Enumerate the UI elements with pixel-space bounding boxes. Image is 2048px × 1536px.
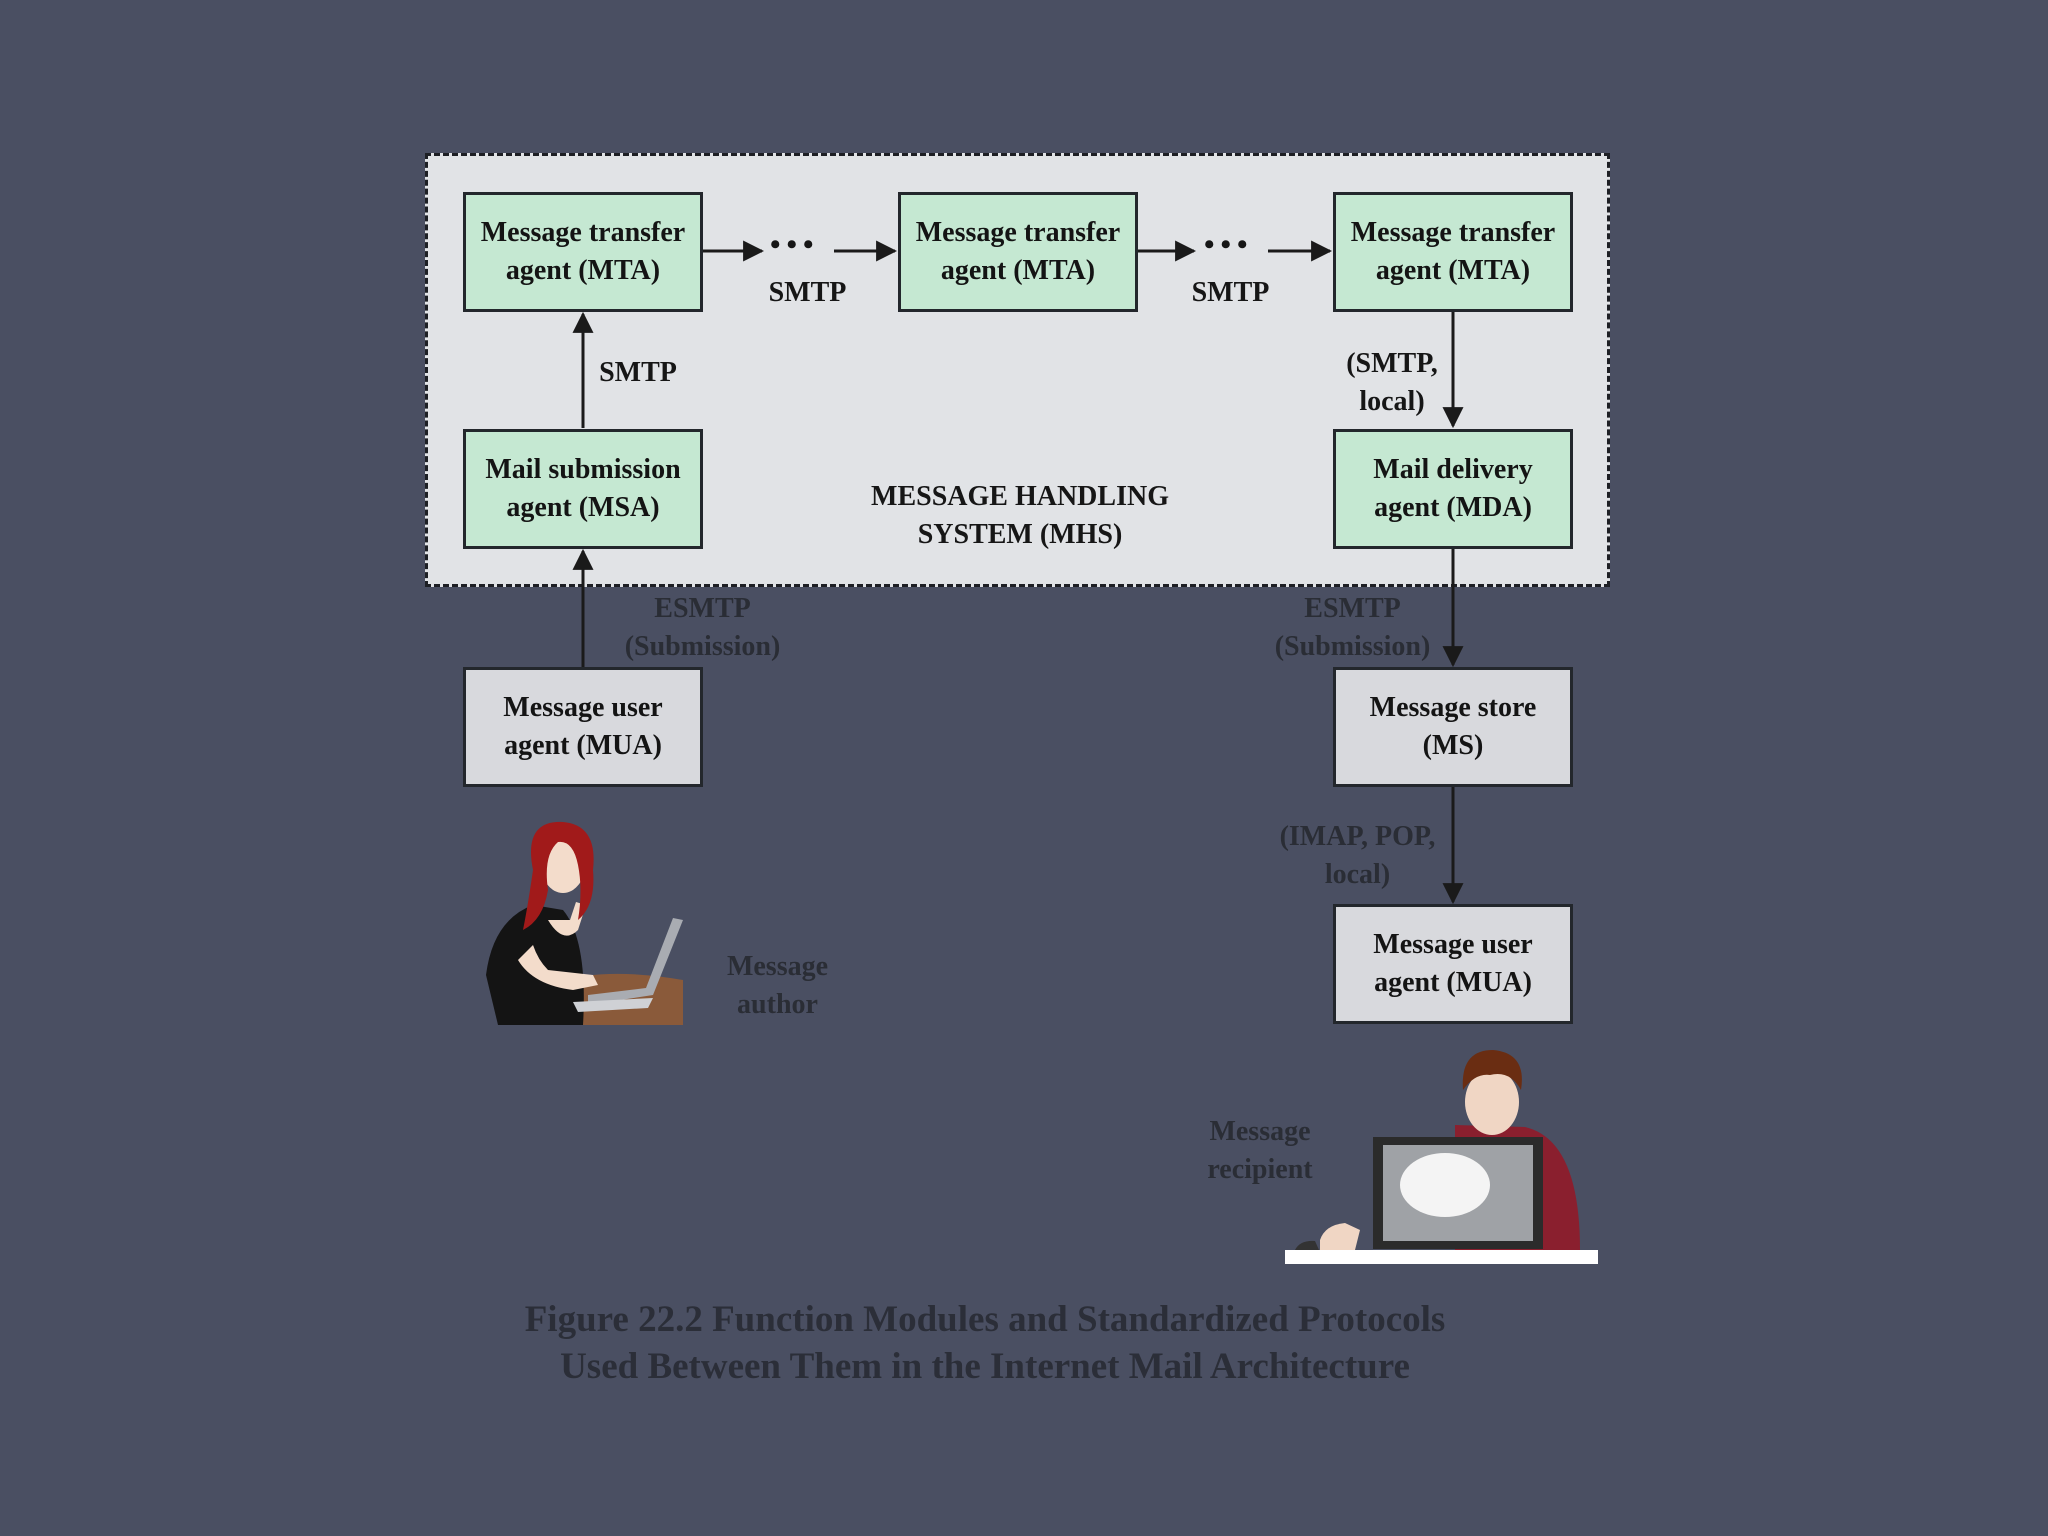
message-recipient-label: Message recipient [1207,1116,1313,1185]
protocol-label-mda-ms: ESMTP (Submission) [1274,593,1431,662]
relay-dots-1: ••• [770,228,820,261]
message-store-box: Message store (MS) [1333,667,1573,787]
mta-box-3: Message transfer agent (MTA) [1333,192,1573,312]
mta-box-2: Message transfer agent (MTA) [898,192,1138,312]
protocol-label-msa-mta1: SMTP [599,357,677,388]
figure-caption: Figure 22.2 Function Modules and Standar… [380,1296,1590,1390]
mua-recipient-box: Message user agent (MUA) [1333,904,1573,1024]
protocol-label-mta1-mta2: SMTP [768,277,847,308]
message-author-illustration [486,821,683,1025]
message-recipient-illustration [1285,1050,1598,1264]
protocol-label-ms-mua: (IMAP, POP, local) [1279,821,1436,890]
protocol-label-mta3-mda: (SMTP, local) [1346,348,1438,417]
mhs-label: MESSAGE HANDLING SYSTEM (MHS) [871,481,1169,550]
caption-line-2: Used Between Them in the Internet Mail A… [560,1346,1410,1387]
msa-box: Mail submission agent (MSA) [463,429,703,549]
relay-dots-2: ••• [1204,228,1254,261]
protocol-label-mta2-mta3: SMTP [1191,277,1270,308]
caption-line-1: Figure 22.2 Function Modules and Standar… [524,1299,1446,1340]
mta-box-1: Message transfer agent (MTA) [463,192,703,312]
mda-box: Mail delivery agent (MDA) [1333,429,1573,549]
protocol-label-mua-msa: ESMTP (Submission) [624,593,781,662]
message-author-label: Message author [726,951,829,1020]
mua-sender-box: Message user agent (MUA) [463,667,703,787]
